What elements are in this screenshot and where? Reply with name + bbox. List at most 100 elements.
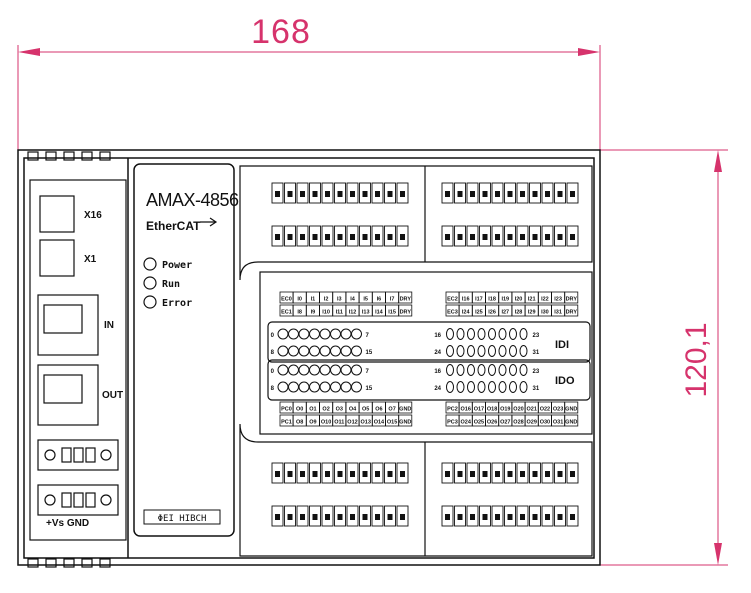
terminal-pin xyxy=(466,182,479,204)
x1-label: X1 xyxy=(84,254,97,265)
top-clip xyxy=(81,151,93,161)
terminal-screw-icon xyxy=(482,471,488,477)
idi-label: IDI xyxy=(555,339,569,351)
terminal-screw-icon xyxy=(570,471,575,477)
terminal-screw-icon xyxy=(387,514,393,520)
terminal-screw-icon xyxy=(350,234,355,240)
terminal-pin xyxy=(396,462,409,484)
terminal-pin xyxy=(529,462,541,484)
input-label-text: I4 xyxy=(350,297,356,303)
idi-led xyxy=(498,328,507,340)
idi-led-end-index: 31 xyxy=(533,350,540,356)
output-label-text: PC1 xyxy=(281,420,292,426)
terminal-pin xyxy=(541,462,554,484)
output-label-text: O10 xyxy=(321,420,331,426)
terminal-screw-icon xyxy=(375,514,380,520)
terminal-screw-icon xyxy=(445,514,450,520)
idi-led xyxy=(509,328,517,340)
ido-led xyxy=(446,381,454,393)
terminal-screw-icon xyxy=(400,191,405,197)
height-arrow-top xyxy=(714,150,722,172)
ethercat-arrow-icon xyxy=(200,217,218,227)
terminal-pin xyxy=(346,462,359,484)
terminal-screw-icon xyxy=(470,234,475,240)
input-label-text: I8 xyxy=(297,310,302,316)
input-label-text: I21 xyxy=(528,297,536,303)
terminal-pin xyxy=(309,462,321,484)
terminal-screw-icon xyxy=(457,191,463,197)
terminal-screw-icon xyxy=(350,514,355,520)
terminal-pin xyxy=(309,505,321,527)
terminal-screw-icon xyxy=(482,234,488,240)
error-led-label: Error xyxy=(162,298,192,309)
lower-terminal-housing xyxy=(239,423,593,557)
terminal-pin xyxy=(479,182,491,204)
port-module-frame xyxy=(29,179,127,541)
terminal-pin xyxy=(371,182,384,204)
terminal-pin xyxy=(371,505,384,527)
ethercat-logo: EtherCAT xyxy=(146,219,201,233)
terminal-pin xyxy=(566,225,579,247)
ido-led xyxy=(330,381,341,393)
terminal-screw-icon xyxy=(557,234,563,240)
front-panel xyxy=(133,163,235,537)
terminal-pin xyxy=(441,225,454,247)
eth-in-label: IN xyxy=(104,320,114,331)
terminal-pin xyxy=(384,462,396,484)
ido-led xyxy=(519,364,528,376)
terminal-screw-icon xyxy=(300,234,305,240)
width-arrow-left xyxy=(18,48,40,56)
idi-led xyxy=(340,328,352,340)
input-label-text: DRY xyxy=(400,297,412,303)
ido-led xyxy=(509,364,517,376)
input-label-text: EC1 xyxy=(281,310,292,316)
terminal-screw-icon xyxy=(337,471,343,477)
ido-led xyxy=(288,364,299,376)
terminal-screw-icon xyxy=(470,471,475,477)
terminal-pin xyxy=(346,225,359,247)
output-label-text: O17 xyxy=(474,407,484,413)
terminal-pin xyxy=(479,225,491,247)
terminal-blocks xyxy=(271,182,579,527)
ido-led xyxy=(446,364,454,376)
terminal-pin xyxy=(541,182,554,204)
input-label-text: I7 xyxy=(390,297,395,303)
output-label-cell xyxy=(564,414,579,427)
ido-label: IDO xyxy=(555,375,575,387)
ido-led-end-index: 23 xyxy=(533,369,540,375)
ido-led xyxy=(298,364,310,376)
idi-led xyxy=(330,328,341,340)
error-led xyxy=(143,295,157,309)
terminal-pin xyxy=(441,462,454,484)
power-led xyxy=(143,257,157,271)
terminal-pin xyxy=(359,225,371,247)
terminal-pin xyxy=(491,462,504,484)
ido-led xyxy=(319,364,331,376)
terminal-screw-icon xyxy=(520,234,525,240)
terminal-pin xyxy=(334,182,346,204)
terminal-pin xyxy=(479,462,491,484)
terminal-pin xyxy=(296,462,309,484)
terminal-pin xyxy=(284,462,296,484)
output-label-text: GND xyxy=(565,420,577,426)
output-label-text: O9 xyxy=(309,420,316,426)
output-label-text: O29 xyxy=(526,420,536,426)
ido-led-start-index: 0 xyxy=(271,369,275,375)
idi-led xyxy=(319,328,331,340)
input-label-text: I31 xyxy=(554,310,562,316)
terminal-pin xyxy=(454,505,466,527)
input-label-text: EC2 xyxy=(447,297,458,303)
terminal-screw-icon xyxy=(375,471,380,477)
output-label-text: O24 xyxy=(460,420,471,426)
terminal-pin xyxy=(504,182,516,204)
idi-led-start-index: 8 xyxy=(271,350,275,356)
input-label-text: I1 xyxy=(311,297,316,303)
terminal-pin xyxy=(504,225,516,247)
mounting-clips xyxy=(27,151,111,568)
idi-led-end-index: 15 xyxy=(366,350,373,356)
input-label-text: I20 xyxy=(515,297,523,303)
terminal-screw-icon xyxy=(362,191,368,197)
idi-led-start-index: 0 xyxy=(271,333,275,339)
terminal-screw-icon xyxy=(375,234,380,240)
terminal-screw-icon xyxy=(375,191,380,197)
